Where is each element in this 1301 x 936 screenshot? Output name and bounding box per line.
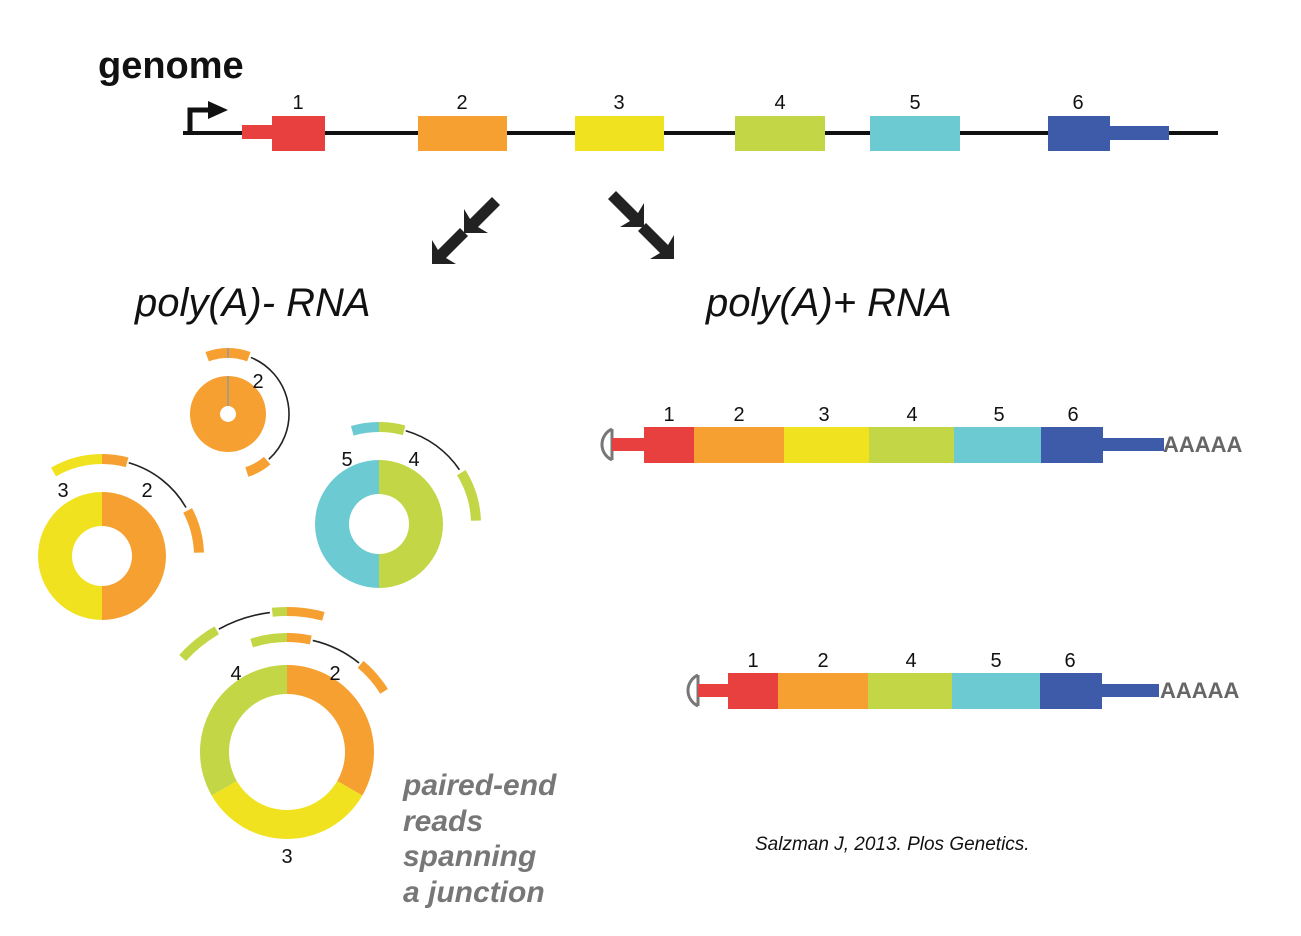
genome-exon-1 — [272, 116, 325, 151]
mrna-utr-5 — [698, 684, 730, 697]
genome-title: genome — [98, 45, 244, 87]
genome-exon-label: 6 — [1072, 92, 1083, 114]
mrna-exon-6 — [1040, 673, 1102, 709]
read-segment — [250, 633, 287, 648]
mrna-skipped-exon: AAAAA 1 2 4 5 6 — [686, 650, 1240, 709]
read-segment — [271, 607, 287, 617]
genome-exon-6 — [1048, 116, 1110, 151]
mrna-exon-label: 6 — [1067, 404, 1078, 426]
circrna-exon-label: 2 — [329, 663, 340, 685]
genome-exon-label: 1 — [292, 92, 303, 114]
genome-utr-5 — [242, 125, 274, 139]
genome-exon-5 — [870, 116, 960, 151]
read-pair-link — [405, 429, 461, 471]
arrows-to-polyA-plus — [608, 191, 674, 259]
read-segment — [179, 626, 219, 661]
genome-exon-2 — [418, 116, 507, 151]
read-segment — [183, 508, 204, 553]
circrna-exon-label: 4 — [230, 663, 241, 685]
promoter-arrow-icon — [187, 101, 228, 133]
mrna-exon-3 — [784, 427, 870, 463]
genome-track: 1 2 3 4 5 6 — [183, 92, 1218, 151]
circrna-exon-label: 3 — [281, 846, 292, 868]
mrna-full: AAAAA 1 2 3 4 5 6 — [600, 404, 1243, 463]
circrna-exon-label: 3 — [57, 480, 68, 502]
arrow-down-right-icon — [608, 191, 644, 227]
read-segment — [245, 456, 271, 477]
arrow-down-left-icon — [432, 228, 468, 264]
mrna-exon-4 — [869, 427, 955, 463]
genome-utr-3 — [1108, 126, 1169, 140]
mrna-exon-label: 4 — [906, 404, 917, 426]
mrna-exon-label: 5 — [993, 404, 1004, 426]
mrna-exon-label: 2 — [817, 650, 828, 672]
mrna-exon-label: 1 — [663, 404, 674, 426]
mrna-exon-5 — [954, 427, 1042, 463]
read-segment — [457, 469, 481, 521]
circrna-exon-label: 4 — [408, 449, 419, 471]
circrna-exon-segment — [287, 665, 374, 796]
read-segment — [350, 422, 379, 436]
genome-exon-label: 4 — [774, 92, 785, 114]
mrna-exon-label: 2 — [733, 404, 744, 426]
circrna-exon-label: 2 — [252, 371, 263, 393]
mrna-utr-3 — [1101, 684, 1159, 697]
genome-exon-label: 3 — [613, 92, 624, 114]
paired-end-note: paired-end reads spanning a junction — [402, 769, 557, 909]
read-segment — [357, 660, 388, 694]
genome-exon-label: 2 — [456, 92, 467, 114]
arrow-down-left-icon — [464, 197, 500, 233]
polyA-tail: AAAAA — [1160, 678, 1240, 703]
polyA-tail: AAAAA — [1163, 432, 1243, 457]
read-segment — [287, 633, 312, 645]
circrna-exon-segment — [211, 781, 363, 839]
mrna-exon-6 — [1041, 427, 1103, 463]
mrna-exon-label: 1 — [747, 650, 758, 672]
genome-exon-label: 5 — [909, 92, 920, 114]
circrna-exon-segment — [38, 492, 102, 620]
arrows-to-polyA-minus — [432, 197, 500, 264]
mrna-exon-4 — [868, 673, 953, 709]
circrna-exon-segment — [200, 665, 287, 796]
read-pair-link — [128, 461, 187, 508]
mrna-exon-1 — [728, 673, 779, 709]
circrna-exon-segment — [315, 460, 379, 588]
mrna-exon-5 — [952, 673, 1041, 709]
polyA-minus-heading: poly(A)- RNA — [134, 281, 371, 325]
mrna-exon-label: 4 — [905, 650, 916, 672]
mrna-exon-label: 6 — [1064, 650, 1075, 672]
read-pair-link — [218, 611, 270, 630]
note-line: a junction — [403, 876, 545, 909]
mrna-exon-2 — [778, 673, 869, 709]
mrna-utr-3 — [1102, 438, 1164, 451]
circrna-exon-segment — [189, 376, 266, 453]
mrna-exon-label: 5 — [990, 650, 1001, 672]
read-segment — [379, 422, 406, 436]
circrna-exon-segment — [102, 492, 166, 620]
circular-rnas: 2 3 2 5 4 4 2 3 — [38, 348, 481, 868]
circrna-exon-segment — [379, 460, 443, 588]
circrna-exon-label: 2 — [141, 480, 152, 502]
cap-icon — [600, 427, 613, 462]
read-pair-link — [312, 639, 360, 664]
read-segment — [102, 454, 129, 468]
note-line: spanning — [403, 840, 536, 873]
read-segment — [287, 607, 325, 621]
citation: Salzman J, 2013. Plos Genetics. — [755, 834, 1030, 855]
cap-icon — [686, 673, 699, 708]
circrna-exon-label: 5 — [341, 449, 352, 471]
genome-exon-4 — [735, 116, 825, 151]
mrna-exon-2 — [694, 427, 785, 463]
note-line: reads — [403, 805, 483, 838]
read-segment — [51, 454, 102, 477]
read-pair-link — [250, 356, 290, 460]
mrna-utr-5 — [612, 438, 646, 451]
mrna-exon-label: 3 — [818, 404, 829, 426]
arrow-down-right-icon — [638, 223, 674, 259]
polyA-plus-heading: poly(A)+ RNA — [705, 281, 952, 325]
note-line: paired-end — [402, 769, 557, 802]
mrna-exon-1 — [644, 427, 695, 463]
genome-exon-3 — [575, 116, 664, 151]
